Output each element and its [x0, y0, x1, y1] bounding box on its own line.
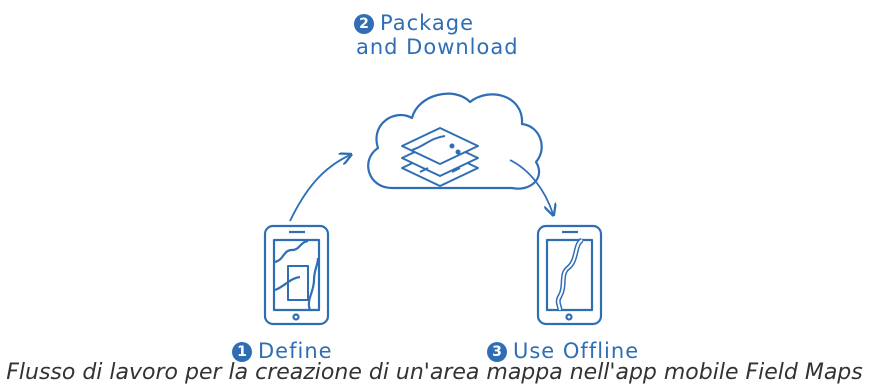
- step-label: Use Offline: [513, 339, 640, 363]
- arrow-download: [509, 159, 553, 214]
- step-package-download: 2 Package and Download: [354, 11, 519, 59]
- step-number-badge: 2: [354, 14, 374, 34]
- arrow-upload: [289, 155, 350, 222]
- step-label-line2: and Download: [356, 35, 519, 60]
- step-number-badge: 1: [232, 342, 252, 362]
- step-use-offline: 3 Use Offline: [487, 339, 639, 363]
- phone-define-icon: [263, 224, 330, 326]
- step-label: Package: [380, 11, 475, 35]
- step-number-badge: 3: [487, 342, 507, 362]
- figure-caption: Flusso di lavoro per la creazione di un'…: [6, 360, 863, 385]
- phone-offline-icon: [536, 224, 603, 326]
- cloud-icon: [367, 92, 543, 190]
- map-layers-icon: [401, 127, 479, 187]
- step-define: 1 Define: [232, 339, 333, 363]
- step-label: Define: [258, 339, 333, 363]
